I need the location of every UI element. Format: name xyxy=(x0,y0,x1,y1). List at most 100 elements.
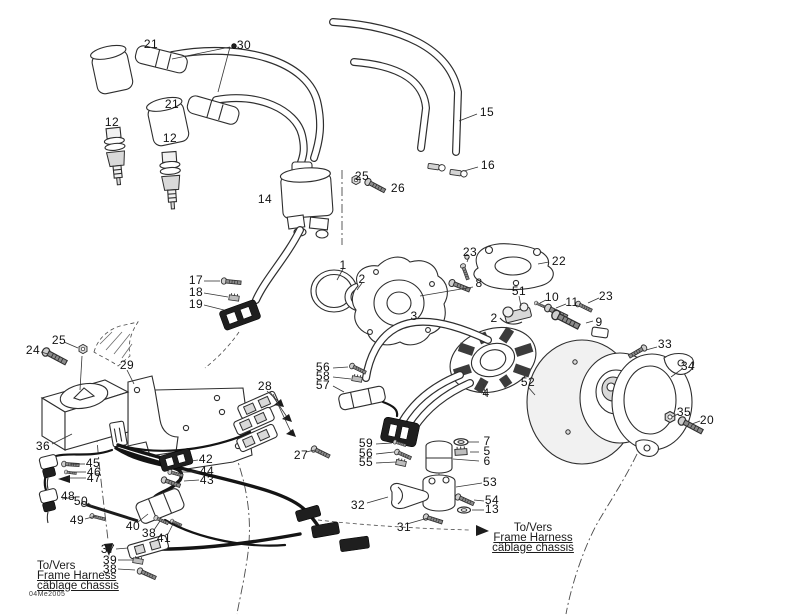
part-callout-37: 37 xyxy=(100,542,116,556)
part-callout-7: 7 xyxy=(483,434,491,448)
part-callout-28: 28 xyxy=(257,379,273,393)
part-callout-27: 27 xyxy=(293,448,309,462)
part-callout-42: 42 xyxy=(198,452,214,466)
part-callout-21: 21 xyxy=(164,97,180,111)
connector-19 xyxy=(219,299,261,331)
cover-22 xyxy=(473,243,554,291)
mounting-bracket-29 xyxy=(127,375,253,471)
part-callout-58: 58 xyxy=(315,369,331,383)
part-callout-52: 52 xyxy=(520,375,536,389)
part-callout-17: 17 xyxy=(188,273,204,287)
connector-42 xyxy=(158,448,194,472)
part-callout-39: 39 xyxy=(102,553,118,567)
spark-plug-2 xyxy=(159,150,181,210)
left-connector-45 xyxy=(38,454,80,490)
part-callout-49: 49 xyxy=(69,513,85,527)
connectors-28 xyxy=(233,390,279,453)
part-callout-54: 54 xyxy=(484,493,500,507)
main-connector-59 xyxy=(380,416,420,467)
part-callout-23: 23 xyxy=(598,289,614,303)
part-callout-4: 4 xyxy=(482,386,490,400)
part-callout-20: 20 xyxy=(699,413,715,427)
part-callout-35: 35 xyxy=(676,405,692,419)
switch-cap-53 xyxy=(421,473,476,526)
part-callout-12: 12 xyxy=(162,131,178,145)
part-callout-25: 25 xyxy=(354,169,370,183)
part-callout-40: 40 xyxy=(125,519,141,533)
part-callout-26: 26 xyxy=(390,181,406,195)
high-tension-leads xyxy=(168,46,325,169)
part-callout-8: 8 xyxy=(475,276,483,290)
left-connector-48 xyxy=(38,488,139,524)
part-callout-21: 21 xyxy=(143,37,159,51)
screw-30 xyxy=(231,43,237,49)
part-callout-59: 59 xyxy=(358,436,374,450)
part-callout-41: 41 xyxy=(156,531,172,545)
part-callout-44: 44 xyxy=(199,464,215,478)
part-callout-14: 14 xyxy=(257,192,273,206)
part-callout-34: 34 xyxy=(680,359,696,373)
ghost-bracket xyxy=(93,321,139,367)
bottom-connectors xyxy=(295,505,370,552)
part-callout-38: 38 xyxy=(141,526,157,540)
retainer-ring-34 xyxy=(611,343,705,457)
spark-plug-1 xyxy=(103,126,126,186)
part-callout-15: 15 xyxy=(479,105,495,119)
part-callout-12: 12 xyxy=(104,115,120,129)
part-callout-55: 55 xyxy=(358,455,374,469)
part-callout-2: 2 xyxy=(358,272,366,286)
part-callout-9: 9 xyxy=(595,315,603,329)
part-callout-48: 48 xyxy=(60,489,76,503)
part-callout-2: 2 xyxy=(490,311,498,325)
part-callout-18: 18 xyxy=(188,285,204,299)
part-callout-13: 13 xyxy=(484,502,500,516)
part-callout-33: 33 xyxy=(657,337,673,351)
part-callout-36: 36 xyxy=(35,439,51,453)
ignition-coil xyxy=(279,161,387,239)
part-callout-5: 5 xyxy=(483,444,491,458)
part-callout-29: 29 xyxy=(119,358,135,372)
part-callout-50: 50 xyxy=(73,494,89,508)
part-callout-31: 31 xyxy=(396,520,412,534)
arrow-to-frame-harness-right xyxy=(476,525,489,536)
part-callout-23: 23 xyxy=(462,245,478,259)
part-callout-46: 46 xyxy=(86,465,102,479)
part-callout-19: 19 xyxy=(188,297,204,311)
part-callout-25: 25 xyxy=(51,333,67,347)
part-callout-47: 47 xyxy=(86,471,102,485)
part-callout-11: 11 xyxy=(565,295,579,309)
part-callout-51: 51 xyxy=(511,284,527,298)
arrow-47 xyxy=(58,475,70,483)
screw-50 xyxy=(83,502,139,523)
trigger-coil-51 xyxy=(499,299,594,332)
coil-lead xyxy=(219,226,304,331)
part-callout-24: 24 xyxy=(25,343,41,357)
part-callout-45: 45 xyxy=(85,456,101,470)
leader-lines xyxy=(40,46,701,571)
part-callout-16: 16 xyxy=(480,158,496,172)
part-callout-1: 1 xyxy=(339,258,347,272)
part-callout-56: 56 xyxy=(358,446,374,460)
clamp-32 xyxy=(390,482,430,510)
part-callout-32: 32 xyxy=(350,498,366,512)
part-callout-30: 30 xyxy=(236,38,252,52)
screw-23-left xyxy=(459,254,471,281)
arrow-to-frame-harness-left xyxy=(104,543,113,556)
drawing-code: 04Me2005 xyxy=(29,591,66,598)
part-callout-10: 10 xyxy=(544,290,560,304)
sensor-57 xyxy=(338,361,399,418)
stator-leads xyxy=(362,317,492,432)
harness-tubes xyxy=(329,18,469,178)
part-callout-57: 57 xyxy=(315,378,331,392)
part-callout-22: 22 xyxy=(551,254,567,268)
spark-plug-cap-1 xyxy=(90,44,188,95)
part-callout-53: 53 xyxy=(482,475,498,489)
spark-plug-cap-2 xyxy=(146,95,240,147)
switch-housing-6 xyxy=(425,438,469,474)
part-callout-56: 56 xyxy=(315,360,331,374)
